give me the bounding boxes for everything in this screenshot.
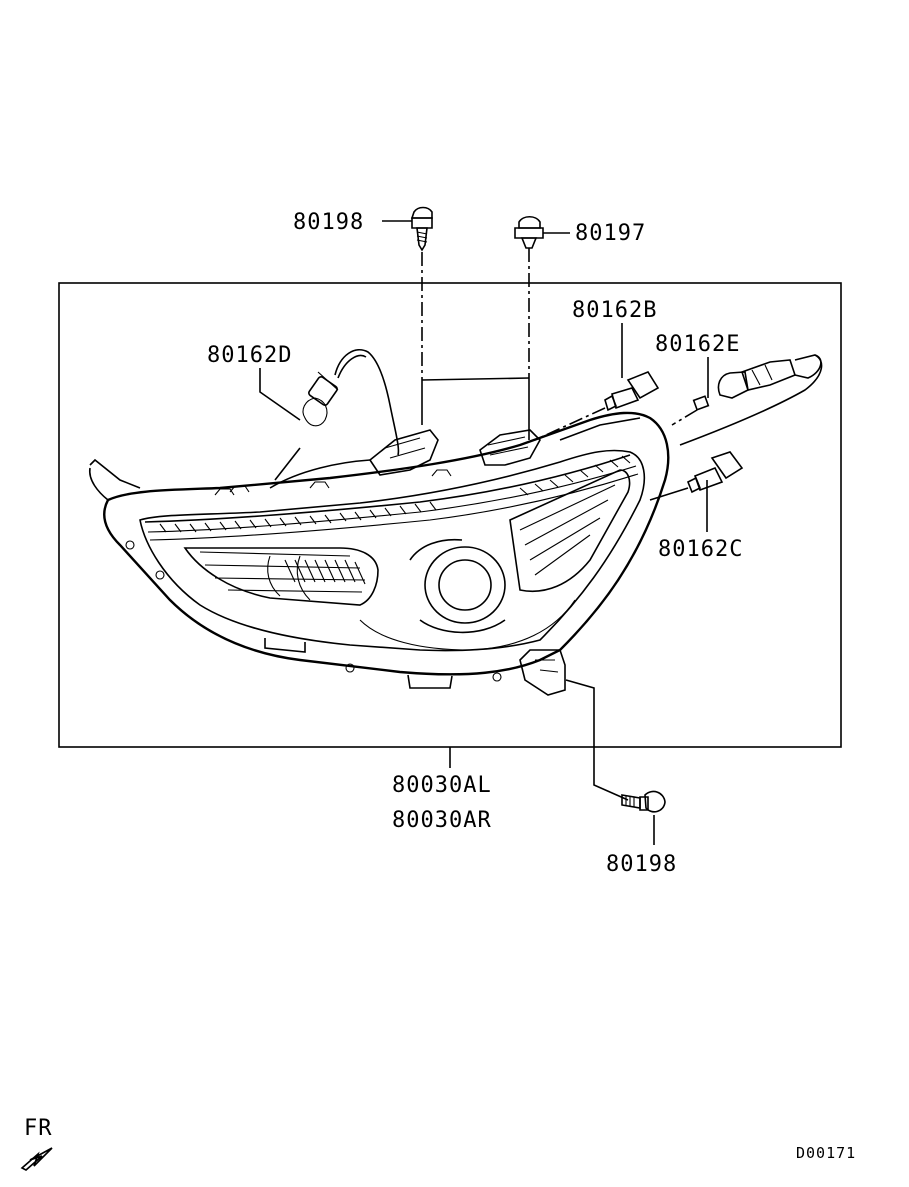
bulb-80162b	[604, 371, 660, 412]
leader-lines	[259, 220, 709, 845]
label-bolt-top: 80198	[293, 210, 364, 235]
label-bulb-b: 80162B	[572, 298, 657, 323]
projector-lens	[424, 546, 506, 624]
bulb-80162c	[686, 451, 744, 494]
label-assembly-left: 80030AL	[392, 773, 492, 798]
label-assembly-right: 80030AR	[392, 808, 492, 833]
front-direction-marker: FR	[20, 1116, 53, 1171]
direction-label: FR	[24, 1116, 53, 1141]
label-bulb-c: 80162C	[658, 537, 743, 562]
bolt-bottom-80198	[621, 790, 666, 813]
bulb-80162e	[679, 354, 823, 446]
bulb-80162d	[302, 349, 400, 456]
drawing-code: D00171	[796, 1144, 856, 1162]
label-bulb-e: 80162E	[655, 332, 740, 357]
label-bulb-d: 80162D	[207, 343, 292, 368]
label-bolt-bottom: 80198	[606, 852, 677, 877]
headlamp-housing	[88, 411, 670, 696]
arrow-down-left-icon	[20, 1147, 53, 1171]
label-clip-top: 80197	[575, 221, 646, 246]
clip-80197	[514, 215, 544, 249]
bolt-top-80198	[410, 206, 433, 252]
